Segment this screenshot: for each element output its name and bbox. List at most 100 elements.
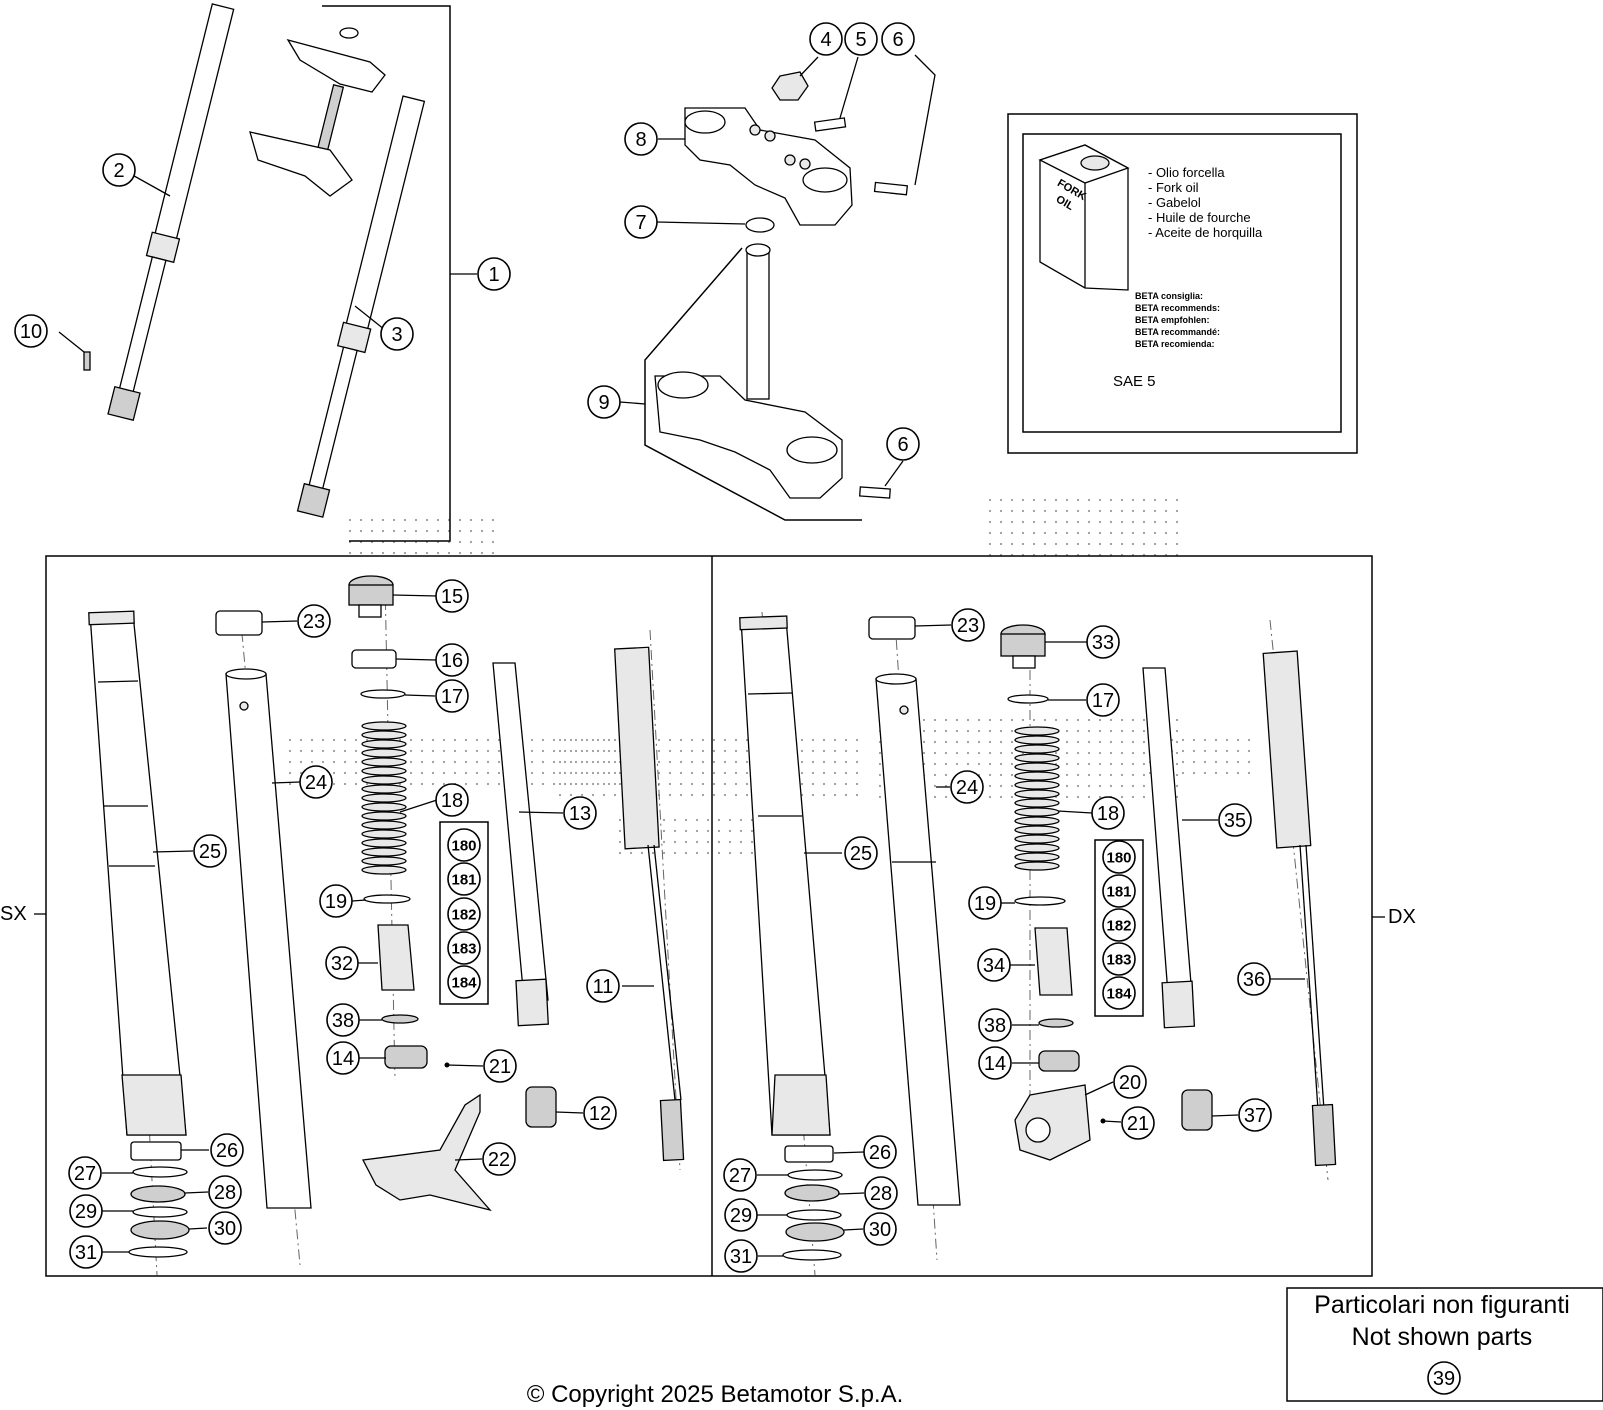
- callout-l183: 183: [447, 931, 481, 965]
- fork-assembly-overview: [58, 3, 477, 542]
- callout-label: 182: [1106, 918, 1131, 935]
- callout-l180: 180: [447, 828, 481, 862]
- callout-r21: 21: [1121, 1106, 1155, 1140]
- callout-r181: 181: [1102, 874, 1136, 908]
- callout-label: 7: [635, 212, 646, 234]
- callout-r27: 27: [723, 1158, 757, 1192]
- recommend-es: BETA recomienda:: [1135, 339, 1215, 349]
- callout-label: 17: [1092, 690, 1114, 712]
- callout-c7: 7: [624, 205, 658, 239]
- triple-clamp-exploded: [619, 54, 936, 521]
- callout-l16: 16: [435, 643, 469, 677]
- fork-internals-frame: SX DX: [0, 555, 1416, 1277]
- callout-label: 14: [332, 1048, 354, 1070]
- callout-r26: 26: [863, 1135, 897, 1169]
- side-label-right: DX: [1388, 906, 1416, 928]
- callout-c9: 9: [587, 385, 621, 419]
- leader-lines: [102, 594, 1305, 1257]
- callout-l12: 12: [583, 1096, 617, 1130]
- callout-label: 180: [451, 838, 476, 855]
- callout-r14: 14: [978, 1046, 1012, 1080]
- callout-c8: 8: [624, 122, 658, 156]
- callout-label: 1: [488, 264, 499, 286]
- callout-label: 182: [451, 907, 476, 924]
- callout-label: 11: [593, 976, 614, 998]
- callout-label: 181: [1106, 884, 1131, 901]
- callout-label: 183: [1106, 952, 1131, 969]
- callout-label: 31: [75, 1242, 97, 1264]
- callout-label: 13: [569, 803, 591, 825]
- callout-label: 24: [956, 777, 978, 799]
- callout-l38: 38: [326, 1003, 360, 1037]
- callout-label: 10: [20, 321, 42, 343]
- oil-name-es: - Aceite de horquilla: [1148, 225, 1263, 240]
- callout-label: 14: [984, 1053, 1006, 1075]
- callout-r182: 182: [1102, 908, 1136, 942]
- oil-name-it: - Olio forcella: [1148, 165, 1225, 180]
- callout-r18: 18: [1091, 796, 1125, 830]
- copyright-notice: © Copyright 2025 Betamotor S.p.A.: [527, 1381, 904, 1408]
- callout-label: 21: [489, 1056, 511, 1078]
- recommend-en: BETA recommends:: [1135, 303, 1220, 313]
- callout-l30: 30: [208, 1211, 242, 1245]
- callout-label: 18: [441, 790, 463, 812]
- callout-label: 6: [897, 434, 908, 456]
- fork-oil-box: FORK OIL - Olio forcella - Fork oil - Ga…: [1007, 113, 1358, 454]
- oil-grade: SAE 5: [1113, 373, 1156, 390]
- callout-r20: 20: [1113, 1065, 1147, 1099]
- callout-l28: 28: [208, 1175, 242, 1209]
- callout-label: 24: [305, 772, 327, 794]
- callout-label: 28: [214, 1182, 236, 1204]
- callout-label: 35: [1224, 810, 1246, 832]
- callout-r24: 24: [950, 770, 984, 804]
- callout-label: 36: [1243, 969, 1265, 991]
- callout-c2: 2: [102, 153, 136, 187]
- callout-label: 2: [113, 160, 124, 182]
- callout-c10: 10: [14, 314, 48, 348]
- recommend-de: BETA empfohlen:: [1135, 315, 1210, 325]
- callout-l19: 19: [319, 884, 353, 918]
- callout-label: 30: [214, 1218, 236, 1240]
- callout-label: 30: [869, 1219, 891, 1241]
- callout-l21: 21: [483, 1049, 517, 1083]
- callout-r28: 28: [864, 1176, 898, 1210]
- callout-label: 9: [598, 392, 609, 414]
- callout-label: 28: [870, 1183, 892, 1205]
- oil-name-de: - Gabelol: [1148, 195, 1201, 210]
- callout-r31: 31: [724, 1239, 758, 1273]
- callout-label: 184: [1106, 986, 1132, 1003]
- side-label-left: SX: [0, 903, 27, 925]
- callout-c5: 5: [844, 22, 878, 56]
- callout-c6a: 6: [881, 22, 915, 56]
- callout-label: 181: [451, 872, 476, 889]
- callout-l181: 181: [447, 862, 481, 896]
- callout-l27: 27: [68, 1156, 102, 1190]
- right-leg-parts: [739, 611, 1337, 1276]
- callout-label: 34: [983, 955, 1005, 977]
- callout-r25: 25: [844, 836, 878, 870]
- callout-l26: 26: [210, 1133, 244, 1167]
- callout-l25: 25: [193, 834, 227, 868]
- callout-c1: 1: [477, 257, 511, 291]
- callout-l17: 17: [435, 679, 469, 713]
- callout-label: 27: [729, 1165, 751, 1187]
- callout-r23: 23: [951, 608, 985, 642]
- callout-r180: 180: [1102, 840, 1136, 874]
- callout-label: 12: [589, 1103, 611, 1125]
- callout-label: 33: [1092, 632, 1114, 654]
- callout-label: 183: [451, 941, 476, 958]
- callout-label: 22: [488, 1149, 510, 1171]
- callout-c3: 3: [380, 317, 414, 351]
- left-leg-parts: [88, 575, 685, 1276]
- callout-r38: 38: [978, 1008, 1012, 1042]
- callout-r17: 17: [1086, 683, 1120, 717]
- callout-l22: 22: [482, 1142, 516, 1176]
- callout-r36: 36: [1237, 962, 1271, 996]
- callout-not-shown-part: 39: [1427, 1361, 1461, 1395]
- callout-r37: 37: [1238, 1098, 1272, 1132]
- callout-label: 17: [441, 686, 463, 708]
- callout-l14: 14: [326, 1041, 360, 1075]
- callout-label: 184: [451, 975, 477, 992]
- callout-c6b: 6: [886, 427, 920, 461]
